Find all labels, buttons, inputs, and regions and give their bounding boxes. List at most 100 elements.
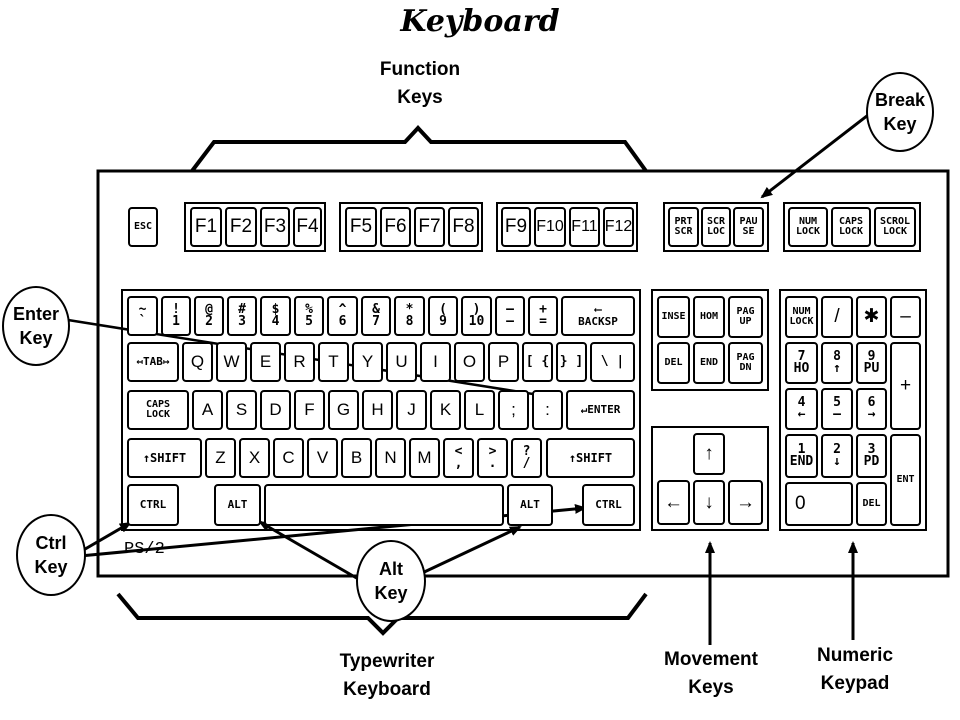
key-0[interactable]: ) 10 — [461, 296, 492, 336]
key-2[interactable]: @ 2 — [194, 296, 224, 336]
key-arrow-down[interactable]: ↓ — [693, 480, 725, 525]
key-9[interactable]: ( 9 — [428, 296, 458, 336]
numpad-plus[interactable]: + — [890, 342, 921, 430]
key-f1[interactable]: F1 — [190, 207, 222, 247]
key-v[interactable]: V — [307, 438, 338, 478]
key-left-bracket[interactable]: [ { — [522, 342, 553, 382]
key-left-shift[interactable]: ↑SHIFT — [127, 438, 202, 478]
key-f9[interactable]: F9 — [501, 207, 531, 247]
key-backtick[interactable]: ~ ` — [127, 296, 158, 336]
key-y[interactable]: Y — [352, 342, 383, 382]
key-right-ctrl[interactable]: CTRL — [582, 484, 635, 526]
key-home[interactable]: HOM — [693, 296, 725, 338]
key-delete[interactable]: DEL — [657, 342, 690, 384]
key-k[interactable]: K — [430, 390, 461, 430]
key-1[interactable]: ! 1 — [161, 296, 191, 336]
key-f3[interactable]: F3 — [260, 207, 290, 247]
key-u[interactable]: U — [386, 342, 417, 382]
numpad-5[interactable]: 5 — — [821, 388, 853, 430]
key-a[interactable]: A — [192, 390, 223, 430]
key-i[interactable]: I — [420, 342, 451, 382]
key-page-down[interactable]: PAG DN — [728, 342, 763, 384]
key-l[interactable]: L — [464, 390, 495, 430]
key-j[interactable]: J — [396, 390, 427, 430]
key-f6[interactable]: F6 — [380, 207, 411, 247]
key-s[interactable]: S — [226, 390, 257, 430]
key-left-ctrl[interactable]: CTRL — [127, 484, 179, 526]
key-f12[interactable]: F12 — [603, 207, 634, 247]
key-slash[interactable]: ? / — [511, 438, 542, 478]
key-r[interactable]: R — [284, 342, 315, 382]
key-print-screen[interactable]: PRT SCR — [668, 207, 699, 247]
key-x[interactable]: X — [239, 438, 270, 478]
key-h[interactable]: H — [362, 390, 393, 430]
key-b[interactable]: B — [341, 438, 372, 478]
numpad-7[interactable]: 7 HO — [785, 342, 818, 384]
key-7[interactable]: & 7 — [361, 296, 391, 336]
key-backspace[interactable]: ⟵ BACKSP — [561, 296, 635, 336]
numpad-8[interactable]: 8 ↑ — [821, 342, 853, 384]
key-f8[interactable]: F8 — [448, 207, 479, 247]
key-o[interactable]: O — [454, 342, 485, 382]
key-comma[interactable]: < , — [443, 438, 474, 478]
numpad-6[interactable]: 6 → — [856, 388, 887, 430]
key-semicolon[interactable]: ; — [498, 390, 529, 430]
key-scroll-lock-small[interactable]: SCR LOC — [701, 207, 731, 247]
key-f[interactable]: F — [294, 390, 325, 430]
key-n[interactable]: N — [375, 438, 406, 478]
numpad-divide[interactable]: / — [821, 296, 853, 338]
key-f2[interactable]: F2 — [225, 207, 257, 247]
key-esc[interactable]: ESC — [128, 207, 158, 247]
key-z[interactable]: Z — [205, 438, 236, 478]
key-right-bracket[interactable]: } ] — [556, 342, 587, 382]
numpad-multiply[interactable]: ✱ — [856, 296, 887, 338]
key-4[interactable]: $ 4 — [260, 296, 291, 336]
key-f7[interactable]: F7 — [414, 207, 445, 247]
key-insert[interactable]: INSE — [657, 296, 690, 338]
key-tab[interactable]: ↤TAB↦ — [127, 342, 179, 382]
key-3[interactable]: # 3 — [227, 296, 257, 336]
key-period[interactable]: > . — [477, 438, 508, 478]
numpad-9[interactable]: 9 PU — [856, 342, 887, 384]
numpad-2[interactable]: 2 ↓ — [821, 434, 853, 478]
key-caps-lock[interactable]: CAPS LOCK — [127, 390, 189, 430]
key-enter[interactable]: ↵ENTER — [566, 390, 635, 430]
key-arrow-left[interactable]: ← — [657, 480, 690, 525]
key-d[interactable]: D — [260, 390, 291, 430]
key-quote[interactable]: : — [532, 390, 563, 430]
key-right-shift[interactable]: ↑SHIFT — [546, 438, 635, 478]
key-q[interactable]: Q — [182, 342, 213, 382]
key-end[interactable]: END — [693, 342, 725, 384]
key-m[interactable]: M — [409, 438, 440, 478]
key-minus[interactable]: — – — [495, 296, 525, 336]
key-e[interactable]: E — [250, 342, 281, 382]
key-5[interactable]: % 5 — [294, 296, 324, 336]
key-c[interactable]: C — [273, 438, 304, 478]
key-pause[interactable]: PAU SE — [733, 207, 764, 247]
numpad-4[interactable]: 4 ← — [785, 388, 818, 430]
numpad-num-lock[interactable]: NUM LOCK — [785, 296, 818, 338]
key-backslash[interactable]: \ | — [590, 342, 635, 382]
numpad-3[interactable]: 3 PD — [856, 434, 887, 478]
key-f5[interactable]: F5 — [345, 207, 377, 247]
numpad-delete[interactable]: DEL — [856, 482, 887, 526]
numpad-enter[interactable]: ENT — [890, 434, 921, 526]
key-left-alt[interactable]: ALT — [214, 484, 261, 526]
key-f10[interactable]: F10 — [534, 207, 566, 247]
key-f4[interactable]: F4 — [293, 207, 322, 247]
numpad-minus[interactable]: – — [890, 296, 921, 338]
key-space[interactable] — [264, 484, 504, 526]
key-arrow-right[interactable]: → — [728, 480, 763, 525]
key-arrow-up[interactable]: ↑ — [693, 433, 725, 475]
key-equals[interactable]: + = — [528, 296, 558, 336]
key-right-alt[interactable]: ALT — [507, 484, 553, 526]
key-t[interactable]: T — [318, 342, 349, 382]
numpad-1[interactable]: 1 END — [785, 434, 818, 478]
key-f11[interactable]: F11 — [569, 207, 600, 247]
key-6[interactable]: ^ 6 — [327, 296, 358, 336]
key-8[interactable]: * 8 — [394, 296, 425, 336]
key-g[interactable]: G — [328, 390, 359, 430]
numpad-0[interactable]: 0 — [785, 482, 853, 526]
key-p[interactable]: P — [488, 342, 519, 382]
key-page-up[interactable]: PAG UP — [728, 296, 763, 338]
